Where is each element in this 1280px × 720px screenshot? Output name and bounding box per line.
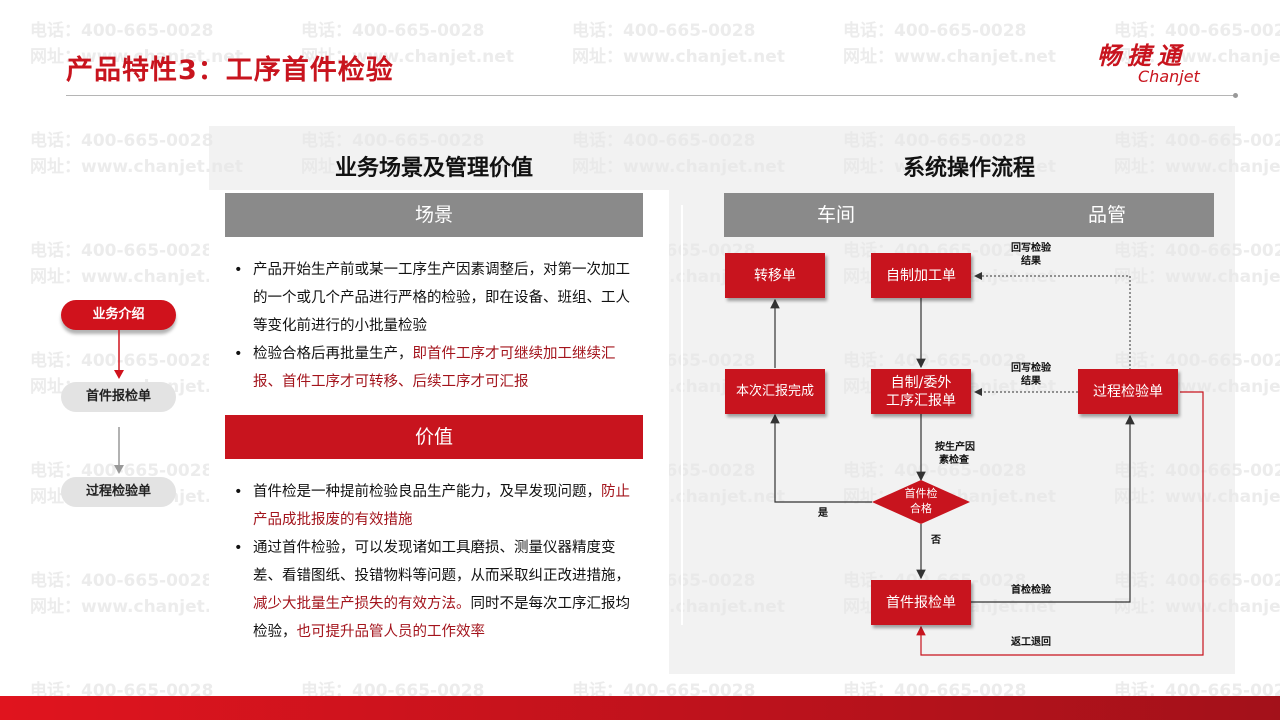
label-first-inspect: 首检检验 <box>1011 585 1051 596</box>
flow-header-quality: 品管 <box>1087 204 1126 226</box>
scene-bullet-1: •产品开始生产前或某一工序生产因素调整后，对第一次加工的一个或几个产品进行严格的… <box>234 262 630 334</box>
logo-english: Chanjet <box>1138 67 1200 86</box>
watermark-phone: 电话：400-665-0028 <box>301 21 485 41</box>
scene-bullet-2-highlight: 即首件工序才可继续加工继续汇报、首件工序才可转移、后续工序才可汇报 <box>253 346 616 390</box>
value-bullet-1: •首件检是一种提前检验良品生产能力，及早发现问题，防止产品成批报废的有效措施 <box>234 484 630 528</box>
watermark-phone: 电话：400-665-0028 <box>572 21 756 41</box>
decision-label-line2: 合格 <box>910 502 932 515</box>
nav-item-first-report[interactable]: 首件报检单 <box>61 382 176 412</box>
label-writeback-2: 回写检验 结果 <box>1011 362 1051 388</box>
panel-divider <box>681 205 683 625</box>
label-writeback-1-line2: 结果 <box>1021 256 1041 267</box>
value-bullet-2-tail: 同时不是每次工序汇报均检验， <box>253 596 630 640</box>
flow-header-workshop: 车间 <box>816 204 855 226</box>
watermark-phone: 电话：400-665-0028 <box>30 571 214 591</box>
flow-box-report-done: 本次汇报完成 <box>725 369 825 414</box>
value-bullet-1-text: 首件检是一种提前检验良品生产能力，及早发现问题， <box>253 484 601 500</box>
watermark-phone: 电话：400-665-0028 <box>1114 21 1280 41</box>
business-scene-title: 业务场景及管理价值 <box>334 156 533 181</box>
decision-label: 首件检 合格 <box>886 486 956 516</box>
label-writeback-2-line2: 结果 <box>1021 376 1041 387</box>
flow-box-first-report: 首件报检单 <box>871 580 971 625</box>
value-bar: 价值 <box>225 415 643 459</box>
scene-bullet-2: •检验合格后再批量生产，即首件工序才可继续加工继续汇报、首件工序才可转移、后续工… <box>234 346 616 390</box>
watermark-site: 网址：www.chanjet.net <box>30 267 243 287</box>
label-factor-check-line2: 素检查 <box>939 455 969 466</box>
process-report-line1: 自制/委外 <box>890 374 952 391</box>
watermark-phone: 电话：400-665-0028 <box>30 21 214 41</box>
value-bullet-1-highlight: 防止产品成批报废的有效措施 <box>253 484 630 528</box>
flow-box-transfer: 转移单 <box>725 253 825 298</box>
scene-bullets: •产品开始生产前或某一工序生产因素调整后，对第一次加工的一个或几个产品进行严格的… <box>225 256 643 396</box>
watermark-site: 网址：www.chanjet.net <box>301 47 514 67</box>
nav-arrow-grey <box>114 427 124 474</box>
title-divider-dot <box>1233 93 1238 98</box>
value-bullet-2-highlight-2: 也可提升品管人员的工作效率 <box>296 624 486 640</box>
watermark-phone: 电话：400-665-0028 <box>30 461 214 481</box>
label-no: 否 <box>931 535 941 546</box>
nav-item-process-inspect[interactable]: 过程检验单 <box>61 477 176 507</box>
label-writeback-1: 回写检验 结果 <box>1011 242 1051 268</box>
watermark-site: 网址：www.chanjet.net <box>30 157 243 177</box>
logo-chinese: 畅捷通 <box>1097 42 1187 70</box>
title-divider <box>66 95 1236 96</box>
decision-label-line1: 首件检 <box>904 487 938 500</box>
label-yes: 是 <box>818 508 828 519</box>
flow-box-process-report: 自制/委外 工序汇报单 <box>871 369 971 414</box>
process-report-line2: 工序汇报单 <box>886 392 956 409</box>
label-writeback-2-line1: 回写检验 <box>1011 363 1051 374</box>
watermark-site: 网址：www.chanjet.net <box>1114 47 1280 67</box>
page-title: 产品特性3：工序首件检验 <box>66 55 394 86</box>
system-flow-title: 系统操作流程 <box>902 156 1035 181</box>
nav-arrow-red <box>114 330 124 379</box>
flow-box-process-inspect: 过程检验单 <box>1078 369 1178 414</box>
watermark-site: 网址：www.chanjet.net <box>30 47 243 67</box>
nav-item-business-intro[interactable]: 业务介绍 <box>61 300 176 330</box>
label-factor-check-line1: 按生产因 <box>935 442 975 453</box>
label-rework: 返工退回 <box>1011 637 1051 648</box>
watermark-site: 网址：www.chanjet.net <box>30 597 243 617</box>
value-bullet-2: •通过首件检验，可以发现诸如工具磨损、测量仪器精度变差、看错图纸、投错物料等问题… <box>234 540 630 640</box>
scene-bullet-2-text: 检验合格后再批量生产， <box>253 346 413 362</box>
value-bullet-2-text: 通过首件检验，可以发现诸如工具磨损、测量仪器精度变差、看错图纸、投错物料等问题，… <box>253 540 630 584</box>
flow-header-bar <box>724 193 1214 237</box>
watermark-site: 网址：www.chanjet.net <box>572 47 785 67</box>
value-bullet-2-highlight: 减少大批量生产损失的有效方法。 <box>253 596 471 612</box>
watermark-phone: 电话：400-665-0028 <box>843 21 1027 41</box>
flow-connectors <box>770 272 1204 656</box>
footer-bar <box>0 696 1280 720</box>
flow-box-self-process: 自制加工单 <box>871 253 971 298</box>
watermark-phone: 电话：400-665-0028 <box>30 131 214 151</box>
decision-diamond <box>872 480 970 524</box>
scene-bullet-1-text: 产品开始生产前或某一工序生产因素调整后，对第一次加工的一个或几个产品进行严格的检… <box>253 262 630 334</box>
watermark-phone: 电话：400-665-0028 <box>30 351 214 371</box>
watermark-phone: 电话：400-665-0028 <box>30 241 214 261</box>
value-bullets: •首件检是一种提前检验良品生产能力，及早发现问题，防止产品成批报废的有效措施 •… <box>225 478 643 646</box>
label-writeback-1-line1: 回写检验 <box>1011 243 1051 254</box>
watermark-site: 网址：www.chanjet.net <box>843 47 1056 67</box>
scene-bar: 场景 <box>225 193 643 237</box>
label-factor-check: 按生产因 素检查 <box>935 441 975 467</box>
